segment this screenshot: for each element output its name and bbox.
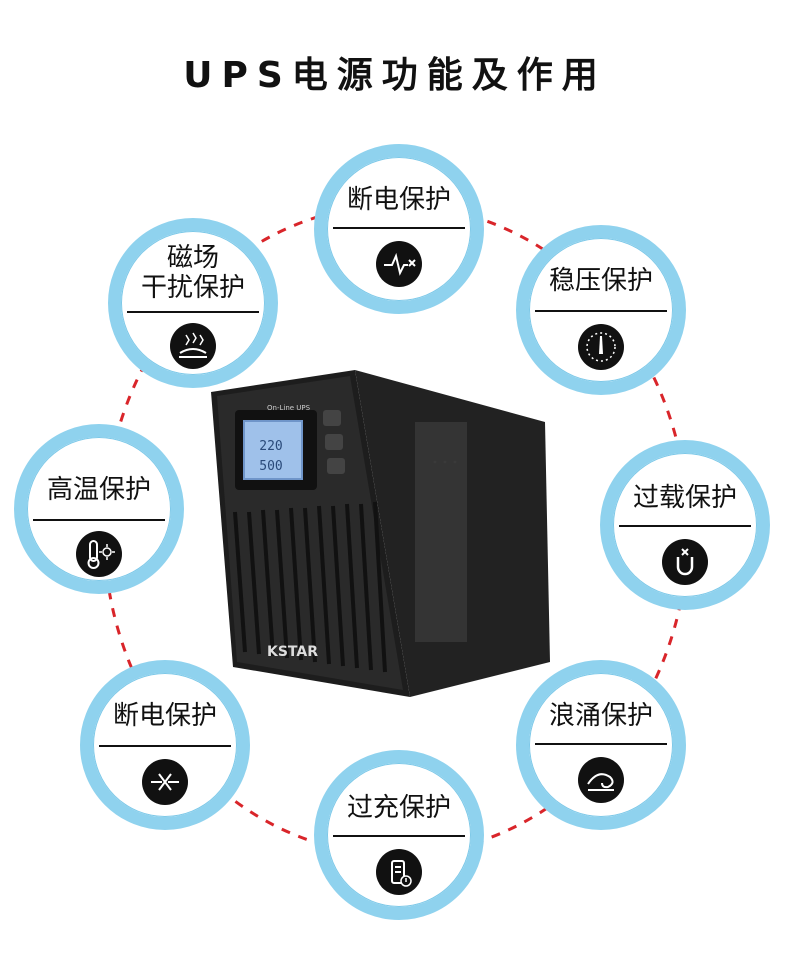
badge-label: 断电保护 — [112, 701, 217, 731]
badge-overcharge: 过充保护 — [314, 750, 484, 920]
thermometer-sun-icon — [76, 531, 122, 577]
badge-divider — [127, 311, 259, 313]
badge-divider — [333, 835, 465, 837]
gauge-icon — [578, 324, 624, 370]
badge-label: 过载保护 — [632, 483, 737, 513]
overload-magnet-icon — [662, 539, 708, 585]
badge-label: 磁场 干扰保护 — [140, 243, 245, 303]
badge-label: 浪涌保护 — [548, 701, 653, 731]
badge-overload: 过载保护 — [600, 440, 770, 610]
ups-device-image: 220 500 On-Line UPS KSTAR — [211, 370, 550, 697]
page-title: UPS电源功能及作用 — [183, 55, 607, 96]
badge-label: 断电保护 — [346, 185, 451, 215]
lcd-bottom-value: 500 — [259, 459, 282, 474]
badge-divider — [99, 745, 231, 747]
badge-high-temperature: 高温保护 — [14, 424, 184, 594]
lcd-top-value: 220 — [259, 439, 282, 454]
badge-divider — [535, 310, 667, 312]
pulse-cut-icon — [376, 241, 422, 287]
surge-wave-icon — [578, 757, 624, 803]
badge-divider — [33, 519, 165, 521]
badge-label: 稳压保护 — [548, 266, 653, 296]
ups-brand-label: KSTAR — [267, 644, 318, 660]
ups-model-text: On-Line UPS — [267, 404, 311, 412]
line-cut-icon — [142, 759, 188, 805]
badge-divider — [535, 743, 667, 745]
badge-magnetic-interference: 磁场 干扰保护 — [108, 218, 278, 388]
badge-surge: 浪涌保护 — [516, 660, 686, 830]
badge-voltage-stabilize: 稳压保护 — [516, 225, 686, 395]
badge-power-cut-left: 断电保护 — [80, 660, 250, 830]
badge-label: 高温保护 — [46, 475, 151, 505]
badge-divider — [619, 525, 751, 527]
badge-power-cut-top: 断电保护 — [314, 144, 484, 314]
badge-label: 过充保护 — [346, 793, 451, 823]
battery-alert-icon — [376, 849, 422, 895]
magnetic-field-icon — [170, 323, 216, 369]
badge-divider — [333, 227, 465, 229]
